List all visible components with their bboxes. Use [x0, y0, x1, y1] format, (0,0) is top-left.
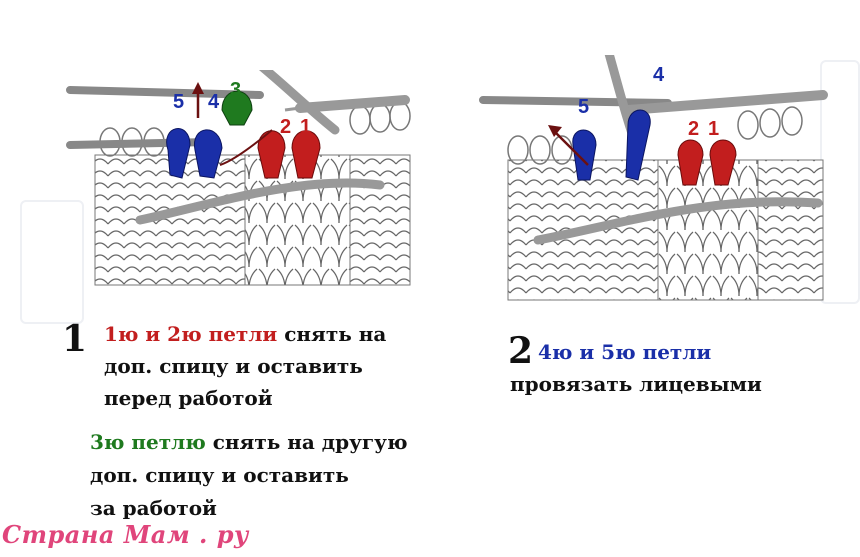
step-1-caption-b-line-3: за работой: [90, 496, 217, 520]
loop-4: [193, 129, 223, 179]
fabric-knit-center: [657, 159, 759, 301]
knitting-needle-right: [623, 90, 828, 115]
cable-needle-front: [533, 197, 823, 245]
step-1-caption-b-highlight: 3ю петлю: [90, 430, 206, 454]
step-2-number: 2: [508, 330, 534, 372]
step-1-caption-a-line-3: перед работой: [104, 386, 273, 410]
step-1-caption-a-rest: снять на: [277, 322, 387, 346]
loop-label-1: 1: [708, 118, 719, 140]
step-1-caption-a: 1ю и 2ю петли снять на: [104, 320, 386, 348]
loop-5: [572, 129, 597, 181]
loop-1: [709, 139, 737, 186]
step-1-caption-b-line-2: доп. спицу и оставить: [90, 463, 349, 487]
step-1-caption-a-line-2: доп. спицу и оставить: [104, 354, 363, 378]
step-1-caption-b: 3ю петлю снять на другую: [90, 428, 408, 456]
step-1-caption-b-rest: снять на другую: [205, 430, 408, 454]
site-watermark: Страна Мам . ру: [2, 520, 249, 549]
cable-needle-front: [135, 178, 385, 225]
loop-label-2: 2: [688, 118, 699, 140]
arrow-curve: [219, 129, 273, 166]
fabric-purl-left: [94, 154, 246, 286]
step-1-number: 1: [62, 318, 88, 360]
loop-label-4: 4: [208, 91, 220, 113]
needle-loops: [99, 101, 411, 157]
loop-label-1: 1: [300, 116, 311, 138]
loop-label-4: 4: [653, 64, 665, 86]
step-1-caption-a-highlight: 1ю и 2ю петли: [104, 322, 278, 346]
loop-2: [677, 139, 704, 186]
needle-loops: [507, 106, 803, 165]
fabric-purl-right: [349, 154, 411, 286]
loop-label-5: 5: [578, 96, 589, 118]
background-frame-left: [20, 200, 84, 324]
step-2-caption-highlight: 4ю и 5ю петли: [538, 340, 712, 364]
step-2-caption-line-2: провязать лицевыми: [510, 372, 762, 396]
loop-4: [625, 109, 651, 181]
loop-label-3: 3: [230, 79, 241, 101]
knitting-diagram-step-1: 5 4 3 2 1: [60, 60, 415, 295]
loop-label-5: 5: [173, 91, 184, 113]
knitting-diagram-step-2: 5 4 2 1: [478, 45, 833, 305]
cable-needle-back: [255, 60, 340, 135]
loop-1: [291, 130, 321, 179]
loop-3: [221, 90, 253, 126]
fabric-purl-right: [757, 159, 824, 301]
loop-label-2: 2: [280, 116, 291, 138]
loop-5: [166, 128, 191, 179]
knitting-needle-left: [479, 96, 672, 107]
knitting-needle-right: [295, 95, 410, 113]
